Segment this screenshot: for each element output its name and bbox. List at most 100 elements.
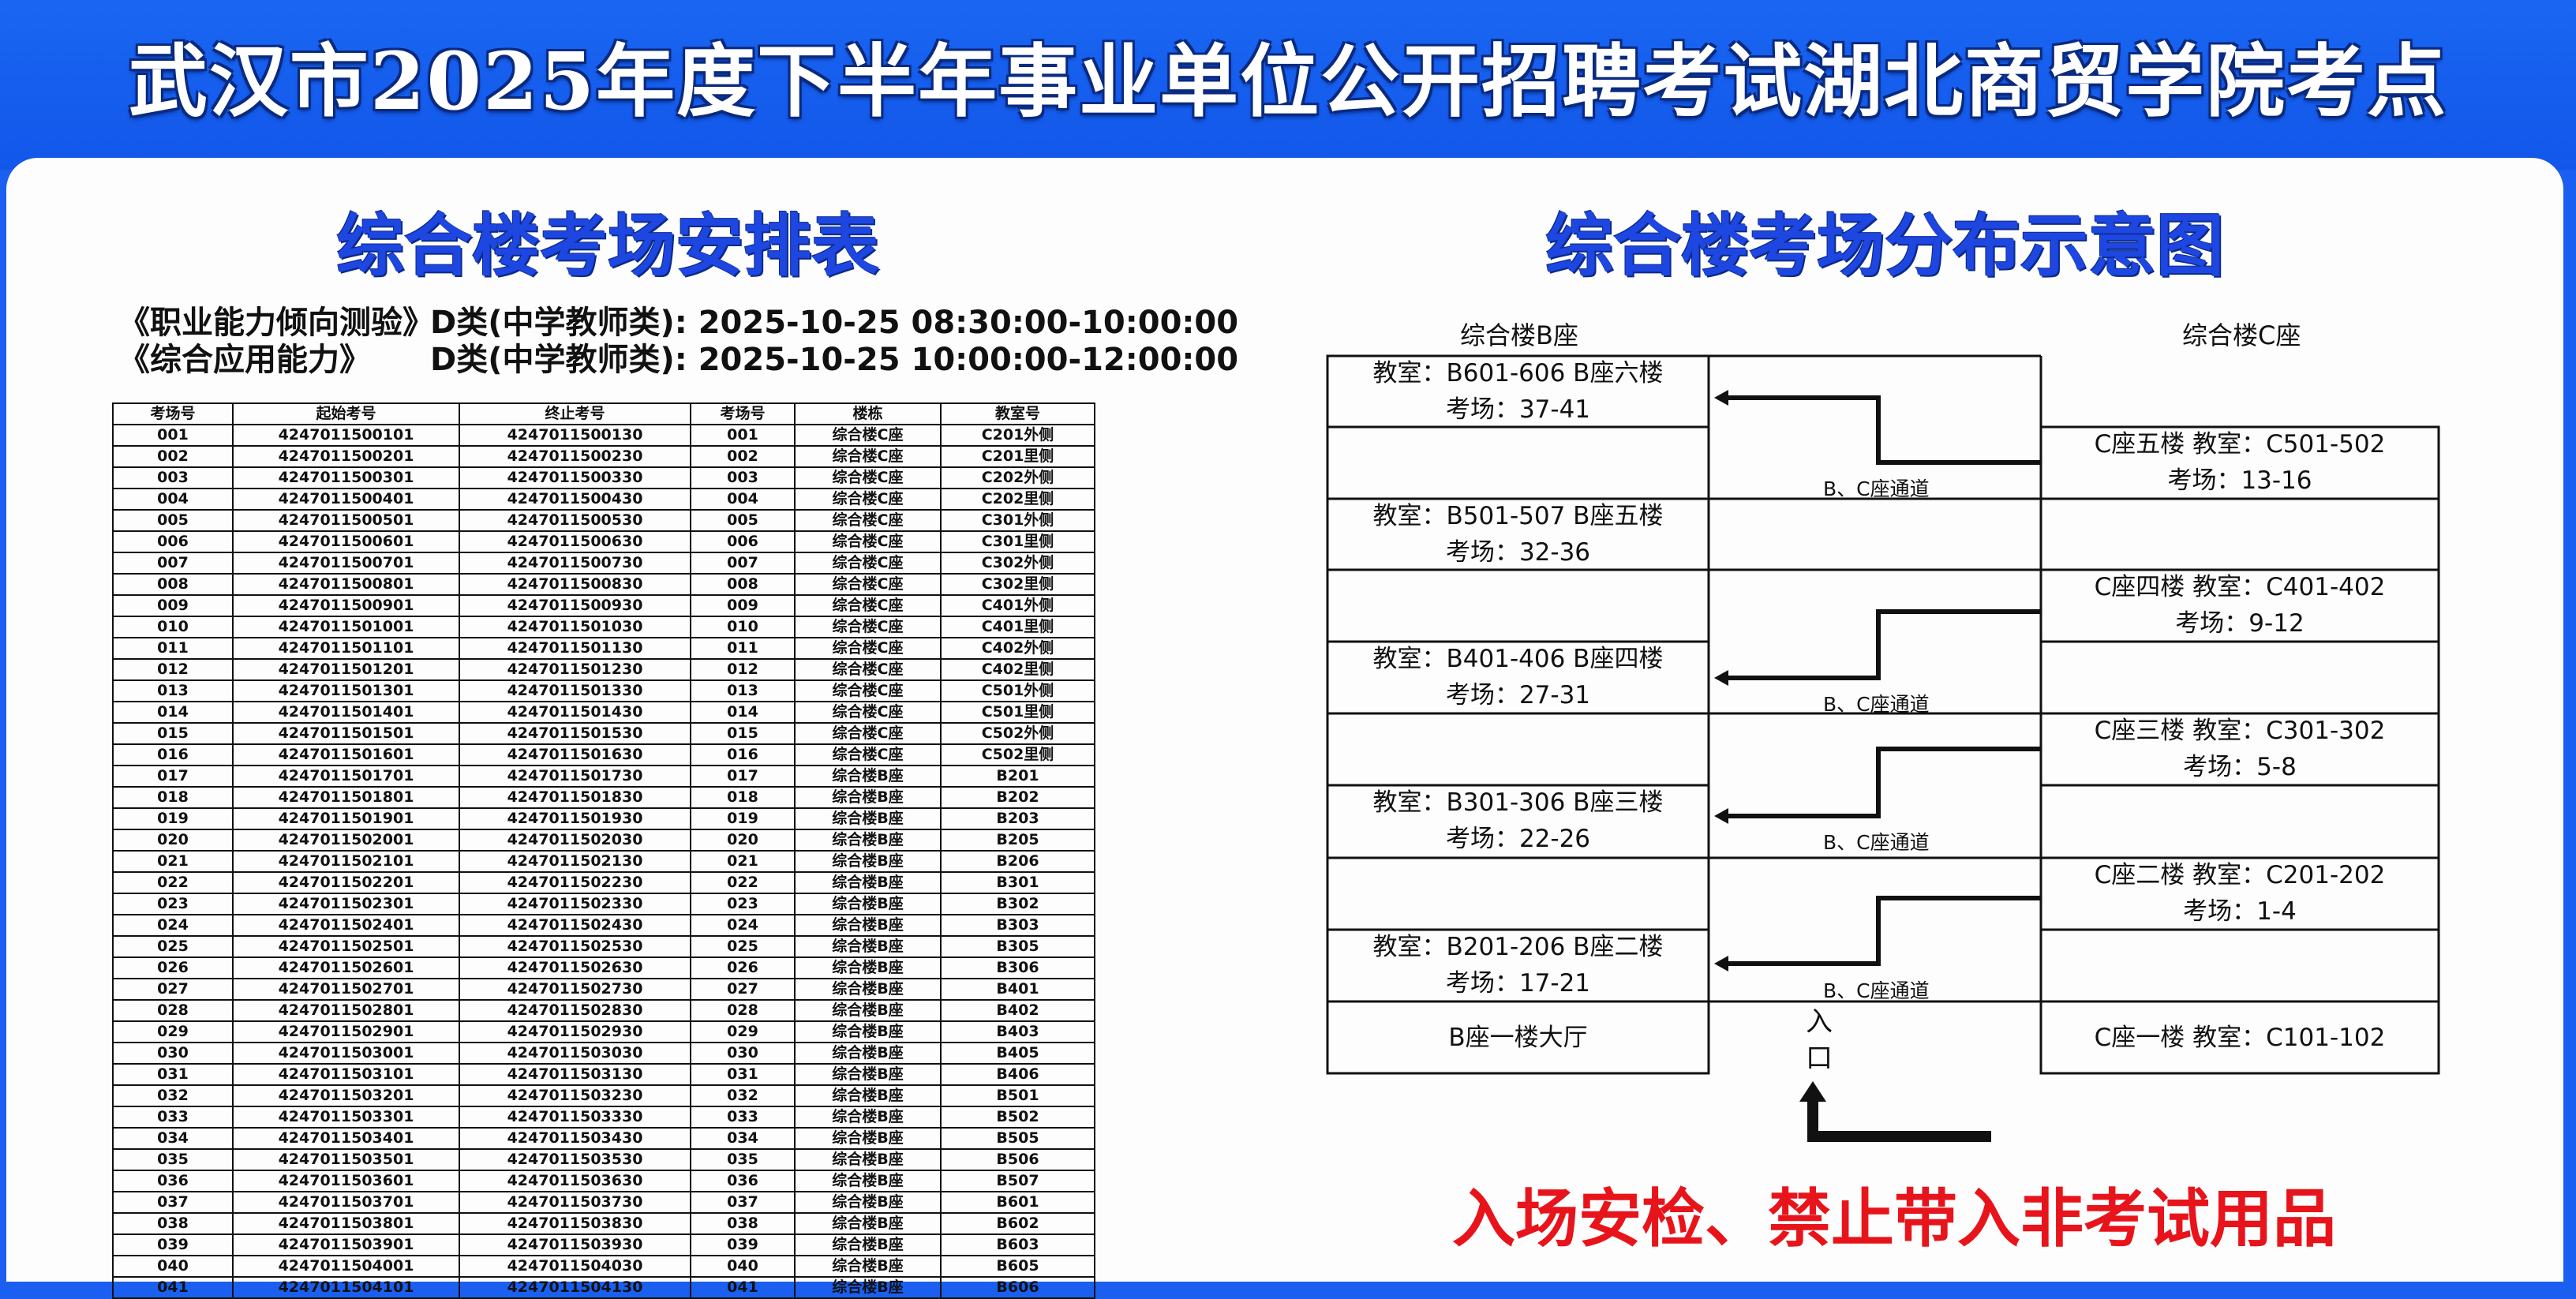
table-cell: 4247011503601 — [232, 1170, 460, 1192]
table-cell: 4247011503230 — [459, 1084, 691, 1107]
table-cell: 022 — [112, 871, 234, 894]
table-cell: C501里侧 — [940, 701, 1095, 724]
room-line2: 考场：5-8 — [2183, 753, 2297, 781]
table-cell: 综合楼C座 — [794, 424, 942, 447]
table-cell: C501外侧 — [940, 679, 1095, 702]
table-cell: 035 — [690, 1148, 796, 1171]
room-line1: C座五楼 教室：C501-502 — [2094, 430, 2386, 459]
table-cell: 4247011503030 — [459, 1042, 691, 1065]
table-cell: 021 — [690, 850, 796, 873]
table-cell: 综合楼C座 — [794, 616, 942, 638]
arrow-left-icon — [1714, 390, 1728, 406]
table-cell: 032 — [690, 1084, 796, 1107]
table-cell: B401 — [940, 978, 1095, 1001]
table-cell: 4247011500501 — [232, 509, 460, 532]
table-cell: B202 — [940, 786, 1095, 809]
table-cell: 021 — [112, 850, 234, 873]
building-b-label: 综合楼B座 — [1460, 320, 1578, 350]
table-cell: 002 — [690, 445, 796, 468]
table-cell: 4247011501230 — [459, 658, 691, 681]
table-cell: 018 — [112, 786, 234, 809]
table-cell: C401里侧 — [940, 616, 1095, 638]
entrance-label: 入口 — [1803, 1004, 1835, 1076]
channel-path-3f — [1724, 747, 2041, 818]
table-cell: 014 — [112, 701, 234, 724]
table-cell: 014 — [690, 701, 796, 724]
table-cell: B406 — [940, 1063, 1095, 1086]
room-line2: 考场：9-12 — [2175, 609, 2305, 638]
table-cell: 4247011500730 — [459, 552, 691, 575]
table-header-row: 考场号起始考号终止考号考场号楼栋教室号 — [112, 402, 1095, 425]
table-cell: 028 — [690, 999, 796, 1022]
table-cell: 039 — [112, 1233, 234, 1256]
b-lobby: B座一楼大厅 — [1448, 1023, 1588, 1052]
table-cell: C301里侧 — [940, 530, 1095, 553]
table-cell: 4247011503001 — [232, 1042, 460, 1065]
table-cell: 008 — [112, 573, 234, 596]
table-cell: B506 — [940, 1148, 1095, 1171]
table-cell: 4247011501730 — [459, 765, 691, 788]
table-cell: 017 — [112, 765, 234, 788]
room-line1: C座三楼 教室：C301-302 — [2094, 717, 2386, 745]
table-cell: 018 — [690, 786, 796, 809]
arrow-left-icon — [1714, 670, 1728, 686]
table-cell: C201外侧 — [940, 424, 1095, 447]
session-1: 《职业能力倾向测验》D类(中学教师类): 2025-10-25 08:30:00… — [118, 304, 1238, 342]
table-cell: 007 — [690, 552, 796, 575]
table-cell: 4247011501530 — [459, 722, 691, 745]
channel-label: B、C座通道 — [1823, 477, 1930, 500]
table-cell: B303 — [940, 914, 1095, 937]
table-cell: 4247011501901 — [232, 807, 460, 830]
column-header: 考场号 — [112, 402, 234, 425]
room-line2: 考场：27-31 — [1445, 681, 1591, 709]
table-cell: 003 — [690, 466, 796, 489]
b-room-cell: 教室：B201-206 B座二楼考场：17-21 — [1327, 930, 1709, 1001]
table-cell: 005 — [112, 509, 234, 532]
table-cell: 038 — [112, 1212, 234, 1235]
table-cell: B603 — [940, 1233, 1095, 1256]
b-room-cell: 教室：B401-406 B座四楼考场：27-31 — [1327, 642, 1709, 713]
table-cell: 综合楼B座 — [794, 1255, 942, 1278]
b-room-cell: 教室：B301-306 B座三楼考场：22-26 — [1327, 785, 1709, 856]
table-cell: 4247011502101 — [232, 850, 460, 873]
table-cell: 026 — [112, 956, 234, 979]
table-cell: 4247011501330 — [459, 679, 691, 702]
table-cell: 4247011501501 — [232, 722, 460, 745]
table-cell: 综合楼C座 — [794, 658, 942, 681]
table-cell: 036 — [112, 1170, 234, 1192]
table-cell: 4247011503330 — [459, 1106, 691, 1129]
column-header: 终止考号 — [459, 402, 691, 425]
table-cell: 4247011502430 — [459, 914, 691, 937]
session-category: D类(中学教师类): — [430, 305, 687, 341]
table-cell: 4247011503301 — [232, 1106, 460, 1129]
table-cell: 4247011502930 — [459, 1020, 691, 1043]
room-line1: 教室：B201-206 B座二楼 — [1372, 933, 1664, 961]
table-cell: 综合楼C座 — [794, 722, 942, 745]
table-cell: 011 — [112, 637, 234, 660]
table-cell: 4247011500830 — [459, 573, 691, 596]
room-line2: 考场：1-4 — [2183, 897, 2297, 926]
table-cell: C202里侧 — [940, 488, 1095, 511]
table-cell: 综合楼B座 — [794, 914, 942, 937]
table-cell: 4247011502801 — [232, 999, 460, 1022]
table-cell: 004 — [690, 488, 796, 511]
